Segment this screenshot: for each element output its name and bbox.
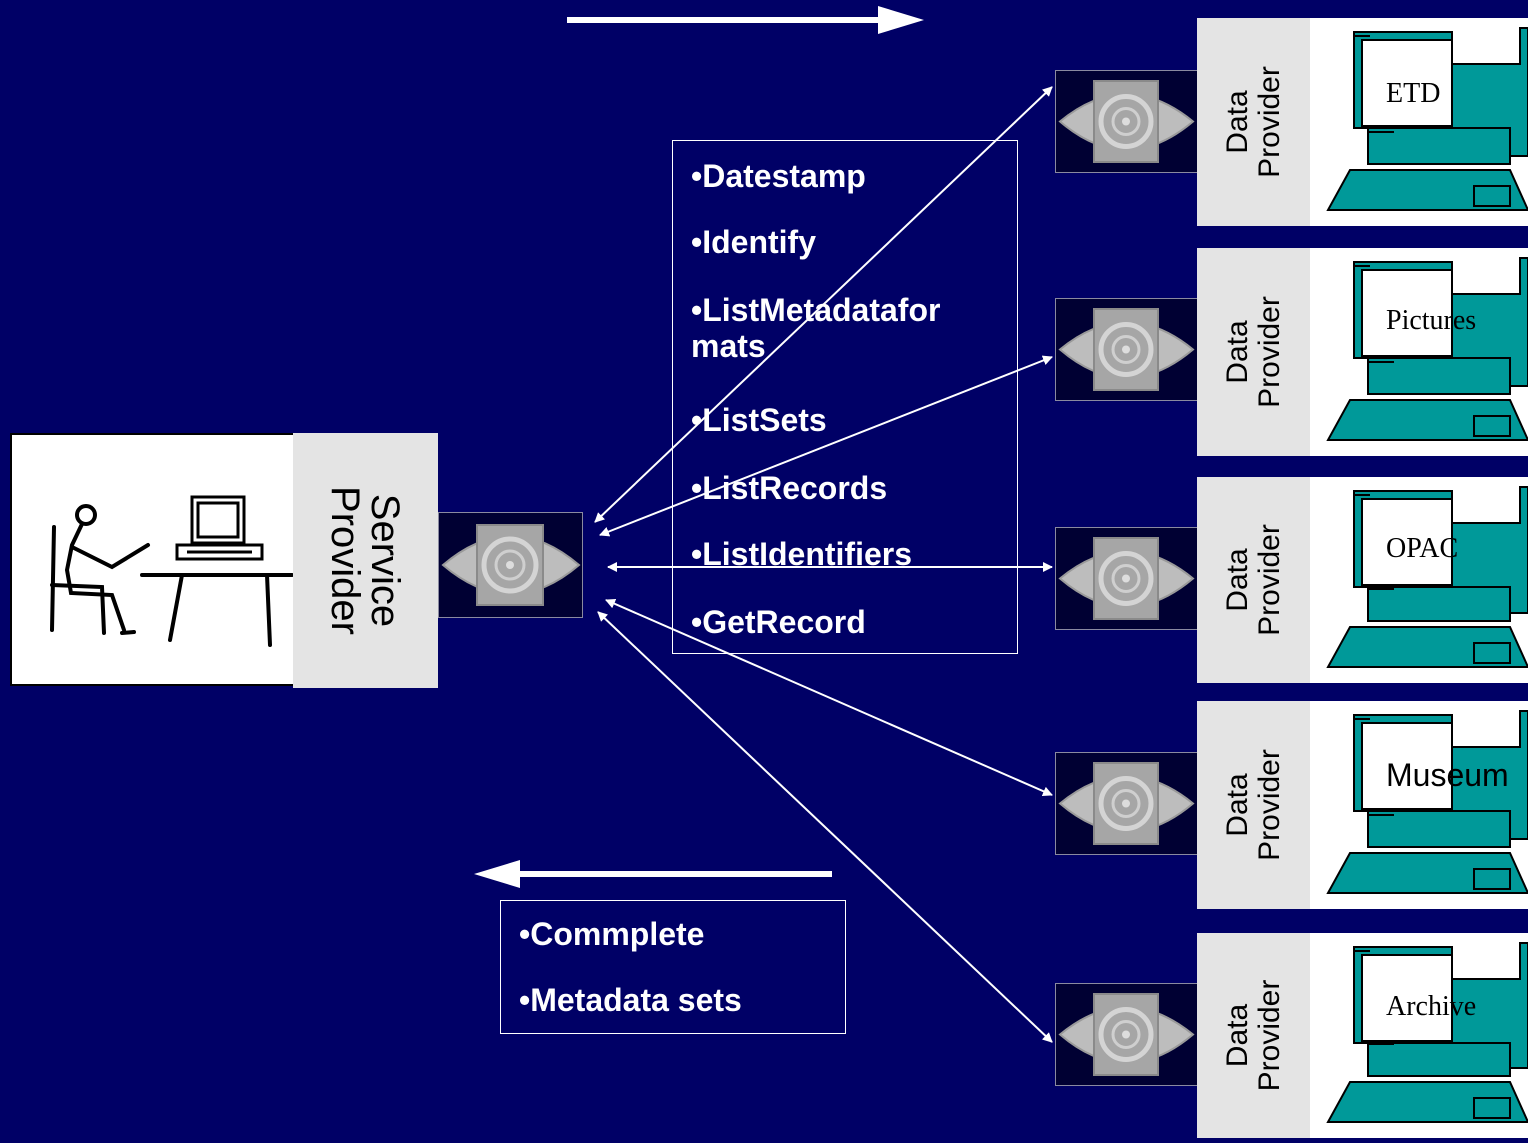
response-direction-arrow: [474, 860, 832, 888]
data-provider-line1: Data: [1221, 773, 1254, 837]
verb-item-listsets: •ListSets: [691, 402, 827, 438]
repository-archive: [1310, 933, 1528, 1138]
repository-etd: [1310, 18, 1528, 226]
repository-museum: [1310, 701, 1528, 909]
verb-item-listmetadataformats: •ListMetadatafor mats: [691, 292, 941, 364]
data-provider-line1: Data: [1221, 320, 1254, 384]
request-line-archive: [597, 611, 1053, 1043]
request-direction-arrow: [567, 6, 924, 34]
request-line-pictures: [599, 355, 1053, 537]
data-provider-eye-icon: [1055, 298, 1198, 401]
protocol-verbs-box: •Datestamp •Identify •ListMetadatafor ma…: [672, 140, 1018, 654]
person-at-computer-icon: [50, 495, 294, 647]
service-provider-box: [10, 433, 295, 686]
repository-label-museum: Museum: [1386, 757, 1509, 793]
computer-icon: [1326, 486, 1528, 668]
repository-pictures: [1310, 248, 1528, 456]
computer-icon: [1326, 27, 1528, 211]
verb-item-identify: •Identify: [691, 224, 816, 260]
service-provider-line1: Service: [363, 493, 408, 628]
response-item-metadata-sets: •Metadata sets: [519, 982, 742, 1018]
verb-item-listidentifiers: •ListIdentifiers: [691, 536, 913, 572]
repository-opac: [1310, 477, 1528, 683]
data-provider-line2: Provider: [1252, 979, 1286, 1092]
data-provider-line2: Provider: [1252, 296, 1286, 408]
computer-icon: [1326, 257, 1528, 441]
data-provider-line2: Provider: [1252, 66, 1286, 178]
harvester-eye-icon: [438, 512, 583, 618]
verb-item-listrecords: •ListRecords: [691, 470, 888, 506]
verb-item-getrecord: •GetRecord: [691, 604, 866, 640]
data-provider-eye-icon: [1055, 752, 1198, 855]
data-provider-line2: Provider: [1252, 749, 1286, 861]
data-provider-eye-icon: [1055, 70, 1198, 173]
data-provider-eye-icon: [1055, 527, 1198, 630]
service-provider-label: Service Provider: [293, 433, 438, 688]
repository-label-pictures: Pictures: [1386, 305, 1477, 336]
computer-icon: [1326, 942, 1528, 1123]
repository-label-etd: ETD: [1386, 78, 1441, 109]
repository-label-opac: OPAC: [1386, 533, 1459, 564]
data-provider-eye-icon: [1055, 983, 1198, 1086]
verb-item-datestamp: •Datestamp: [691, 158, 866, 194]
data-provider-line2: Provider: [1252, 524, 1286, 636]
service-provider-line2: Provider: [323, 486, 368, 635]
computer-icon: [1326, 710, 1528, 894]
response-box: •Commplete •Metadata sets: [500, 900, 846, 1034]
data-provider-line1: Data: [1221, 1003, 1254, 1068]
data-provider-line1: Data: [1221, 548, 1254, 612]
repository-label-archive: Archive: [1386, 991, 1477, 1022]
response-item-complete: •Commplete: [519, 916, 705, 952]
data-provider-line1: Data: [1221, 90, 1254, 154]
